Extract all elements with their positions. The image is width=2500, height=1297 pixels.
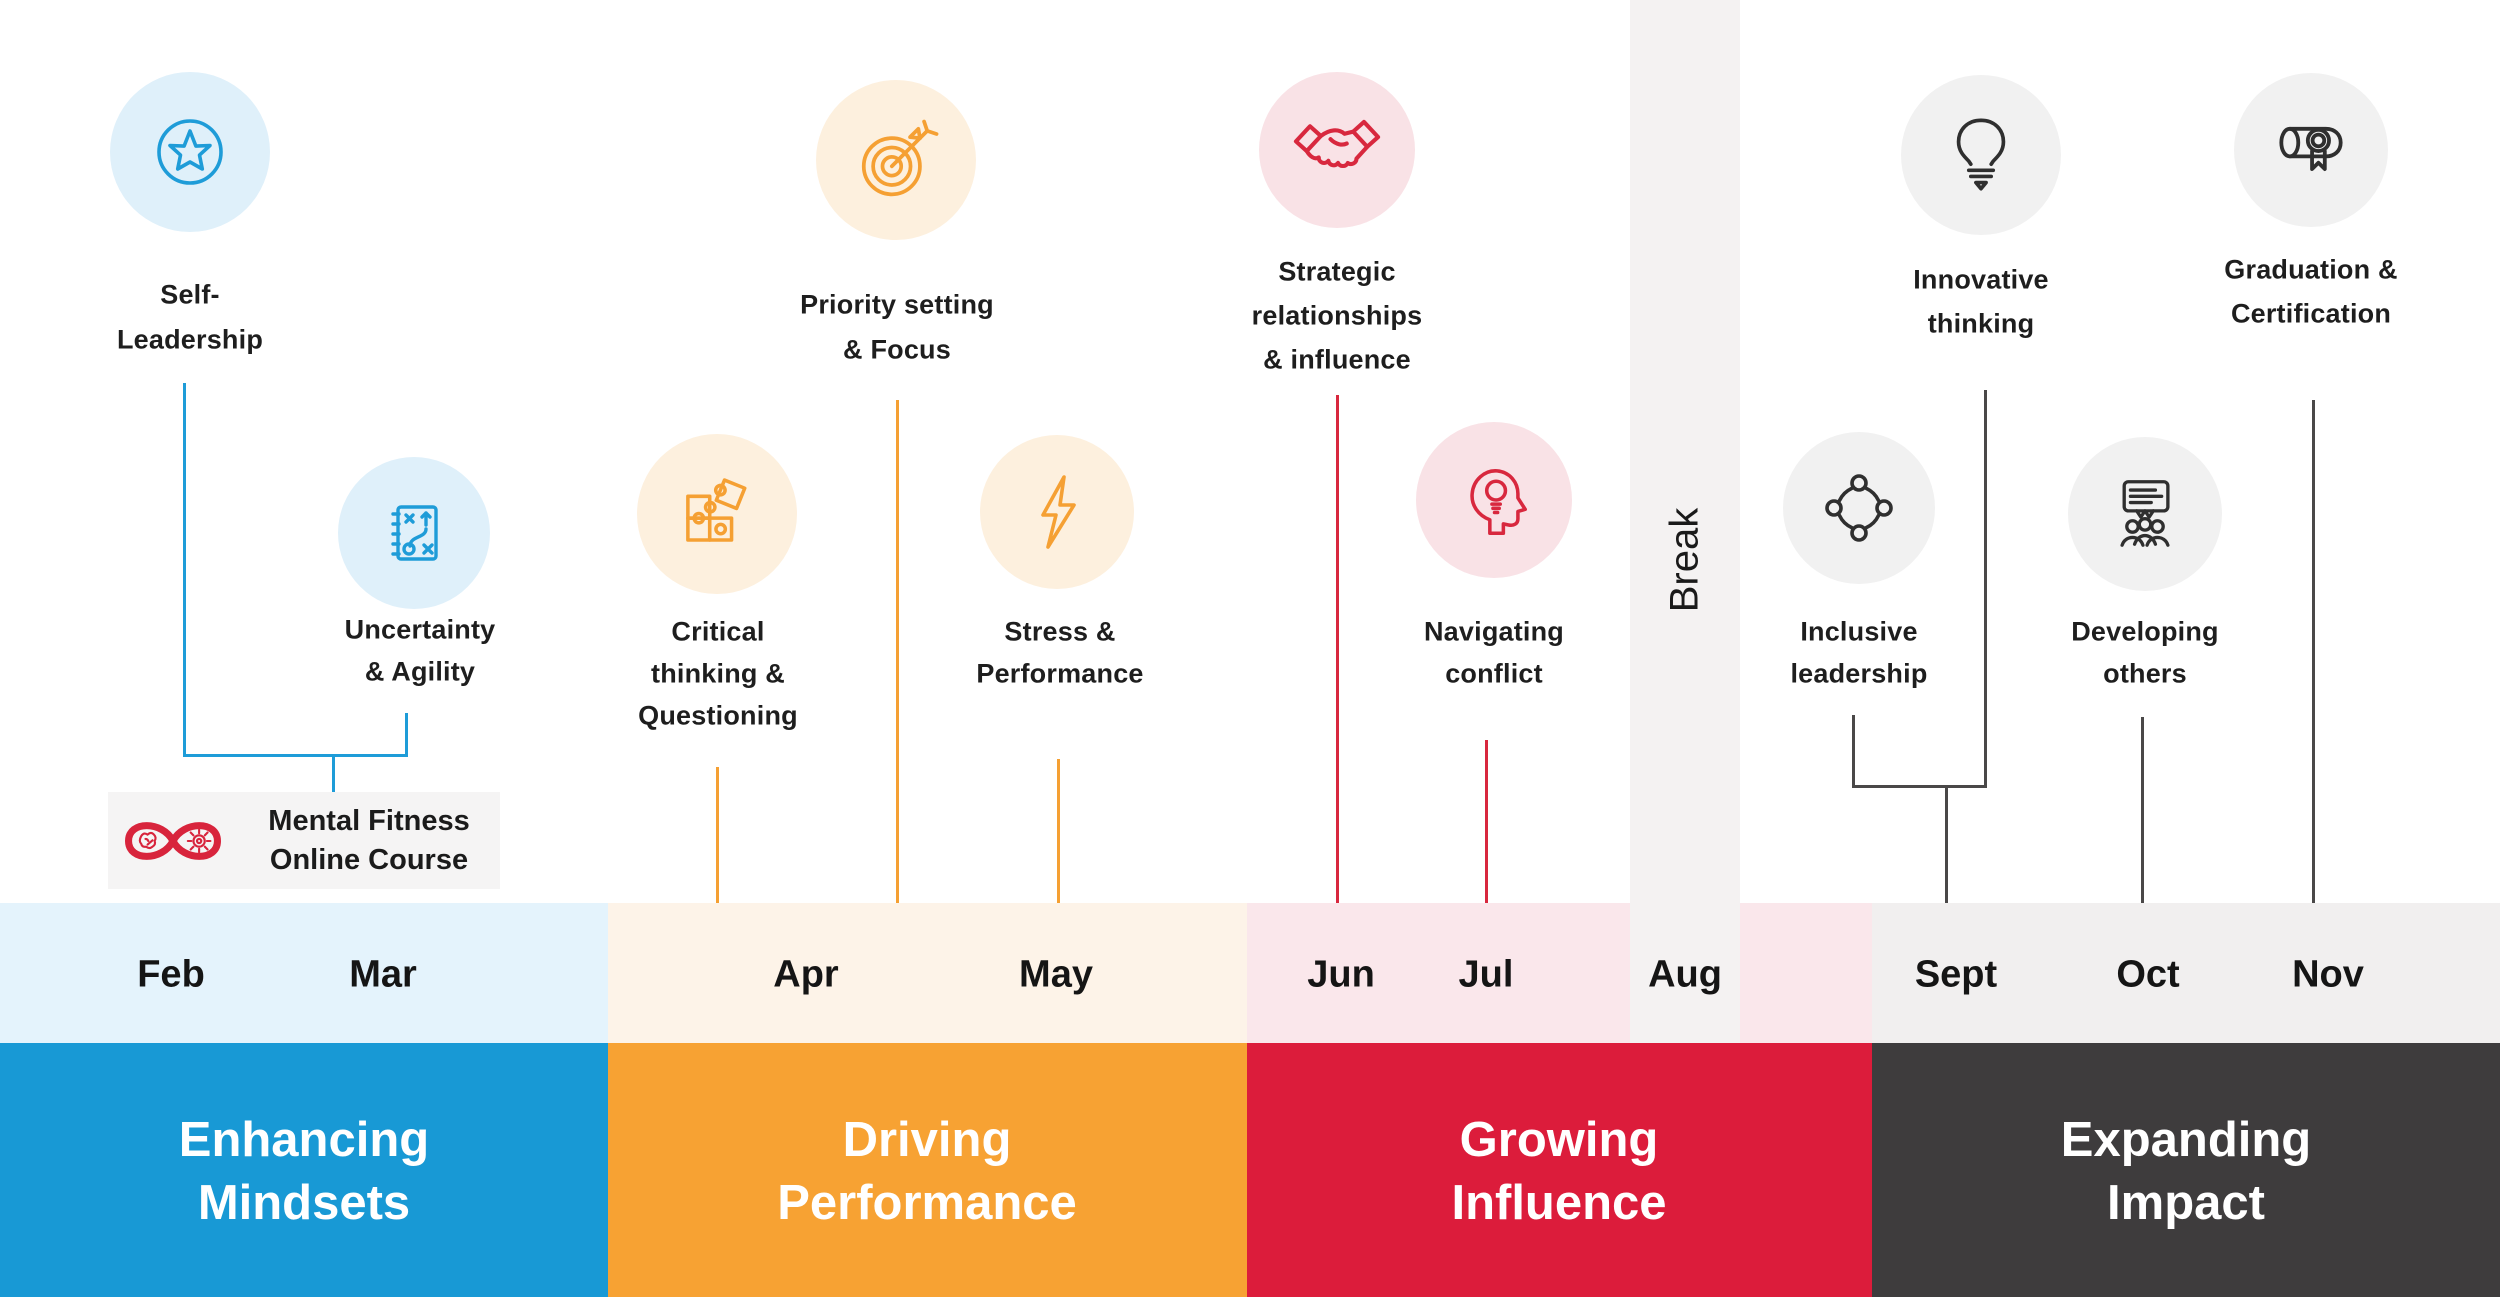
self-leadership-label-2: Leadership xyxy=(116,324,264,355)
mental-fitness-label-2: Online Course xyxy=(269,843,469,876)
connector-self-leadership-line xyxy=(183,383,186,757)
connector-graduation-line xyxy=(2312,400,2315,903)
month-band-growing xyxy=(1247,903,1872,1043)
break-label: Break xyxy=(1662,507,1707,613)
month-sept: Sept xyxy=(1914,953,1998,996)
star-circle-icon xyxy=(110,72,270,232)
connector-sept-drop xyxy=(1945,788,1948,903)
connector-blue-bracket xyxy=(183,754,408,757)
phase-title-performance: Performance xyxy=(777,1176,1077,1230)
people-network-icon xyxy=(1783,432,1935,584)
self-leadership-label-1: Self- xyxy=(160,279,220,310)
strategy-notebook-icon xyxy=(338,457,490,609)
uncertainty-label-2: & Agility xyxy=(364,656,476,687)
strategic-label-1: Strategic xyxy=(1278,256,1396,287)
connector-uncertainty-line xyxy=(405,713,408,757)
priority-label-2: & Focus xyxy=(843,334,951,365)
strategic-label-3: & influence xyxy=(1263,344,1411,375)
phase-title-enhancing: Enhancing xyxy=(178,1113,430,1167)
connector-priority-line xyxy=(896,400,899,903)
connector-innovative-line xyxy=(1984,390,1987,788)
critical-label-1: Critical xyxy=(671,616,765,647)
phase-band-enhancing-mindsets xyxy=(0,1043,608,1297)
stress-label-2: Performance xyxy=(976,658,1144,689)
critical-label-3: Questioning xyxy=(638,700,798,731)
diploma-icon xyxy=(2234,73,2388,227)
lightbulb-icon xyxy=(1901,75,2061,235)
month-aug: Aug xyxy=(1648,953,1722,996)
inclusive-label-1: Inclusive xyxy=(1800,616,1918,647)
stress-label-1: Stress & xyxy=(1004,616,1116,647)
uncertainty-label-1: Uncertainty xyxy=(344,614,496,645)
month-band-enhancing xyxy=(0,903,608,1043)
connector-stress-line xyxy=(1057,759,1060,903)
connector-developing-line xyxy=(2141,717,2144,903)
connector-dark-bracket xyxy=(1852,785,1987,788)
phase-title-growing: Growing xyxy=(1459,1113,1659,1167)
target-arrow-icon xyxy=(816,80,976,240)
phase-title-driving: Driving xyxy=(842,1113,1012,1167)
critical-label-2: thinking & xyxy=(651,658,785,689)
priority-label-1: Priority setting xyxy=(800,289,994,320)
connector-inclusive-line xyxy=(1852,715,1855,788)
month-apr: Apr xyxy=(773,953,839,996)
inclusive-label-2: leadership xyxy=(1790,658,1928,689)
navigating-label-1: Navigating xyxy=(1423,616,1565,647)
connector-mental-fitness-drop xyxy=(332,754,335,794)
connector-navigating-line xyxy=(1485,740,1488,903)
phase-band-growing-influence xyxy=(1247,1043,1872,1297)
connector-critical-line xyxy=(716,767,719,903)
connector-strategic-line xyxy=(1336,395,1339,903)
phase-title-mindsets: Mindsets xyxy=(197,1176,411,1230)
mental-fitness-course-box: Mental Fitness Online Course xyxy=(108,792,500,889)
innovative-label-2: thinking xyxy=(1927,308,2035,339)
developing-label-1: Developing xyxy=(2071,616,2219,647)
graduation-label-1: Graduation & xyxy=(2224,254,2398,285)
head-lightbulb-icon xyxy=(1416,422,1572,578)
phase-title-expanding: Expanding xyxy=(2060,1113,2312,1167)
phase-title-impact: Impact xyxy=(2107,1176,2265,1230)
month-band-expanding xyxy=(1872,903,2500,1043)
infinity-brain-gear-icon xyxy=(108,809,238,873)
graduation-label-2: Certification xyxy=(2230,298,2392,329)
phase-band-expanding-impact xyxy=(1872,1043,2500,1297)
month-jun: Jun xyxy=(1307,953,1375,996)
month-band-driving xyxy=(608,903,1247,1043)
handshake-icon xyxy=(1259,72,1415,228)
lightning-icon xyxy=(980,435,1134,589)
phase-band-driving-performance xyxy=(608,1043,1247,1297)
month-nov: Nov xyxy=(2292,953,2364,996)
navigating-label-2: conflict xyxy=(1445,658,1543,689)
phase-title-influence: Influence xyxy=(1451,1176,1667,1230)
month-mar: Mar xyxy=(349,953,417,996)
mental-fitness-label-1: Mental Fitness xyxy=(268,804,470,837)
break-column xyxy=(1630,0,1740,1043)
month-oct: Oct xyxy=(2116,953,2180,996)
innovative-label-1: Innovative xyxy=(1913,264,2049,295)
month-jul: Jul xyxy=(1458,953,1514,996)
audience-speech-icon xyxy=(2068,437,2222,591)
puzzle-icon xyxy=(637,434,797,594)
month-may: May xyxy=(1019,953,1093,996)
month-feb: Feb xyxy=(137,953,205,996)
developing-label-2: others xyxy=(2103,658,2187,689)
strategic-label-2: relationships xyxy=(1251,300,1423,331)
